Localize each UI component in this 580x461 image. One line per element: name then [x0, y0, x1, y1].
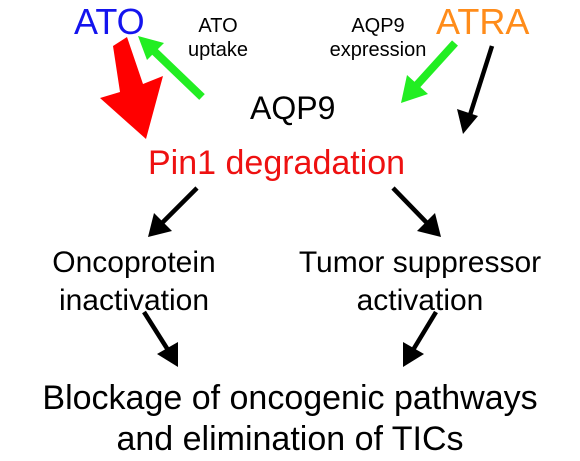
- aqp9-expression-line1: AQP9: [351, 15, 405, 37]
- atra-to-aqp9-arrow: [413, 40, 458, 89]
- oncoprotein-to-outcome-arrow: [142, 310, 170, 352]
- ato-uptake-line1: ATO: [198, 15, 238, 37]
- ato-to-pin1-arrow: [100, 37, 163, 139]
- oncoprotein-line2: inactivation: [58, 284, 210, 317]
- pin1-to-oncoprotein-arrow: [160, 186, 199, 225]
- aqp9-node: AQP9: [250, 90, 336, 126]
- pin1-degradation-node: Pin1 degradation: [148, 144, 406, 182]
- oncoprotein-to-outcome-arrowhead: [157, 342, 178, 367]
- tumor-suppressor-activation-node: Tumor suppressor activation: [280, 244, 560, 320]
- oncoprotein-line1: Oncoprotein: [52, 246, 216, 279]
- pin1-to-oncoprotein-arrowhead: [148, 213, 172, 237]
- ato-node: ATO: [74, 1, 145, 42]
- outcome-line1: Blockage of oncogenic pathways: [42, 379, 538, 417]
- pin1-to-tumor-arrowhead: [417, 213, 441, 237]
- tumor-line1: Tumor suppressor: [298, 246, 542, 279]
- aqp9-to-ato-uptake-arrow: [150, 47, 205, 100]
- outcome-node: Blockage of oncogenic pathways and elimi…: [0, 378, 580, 460]
- tumor-to-outcome-arrowhead: [403, 342, 424, 367]
- atra-to-aqp9-arrowhead: [401, 75, 428, 103]
- tumor-line2: activation: [356, 284, 484, 317]
- atra-to-pin1-arrowhead: [457, 109, 478, 134]
- ato-uptake-line2: uptake: [187, 39, 249, 61]
- atra-node: ATRA: [436, 1, 530, 42]
- oncoprotein-inactivation-node: Oncoprotein inactivation: [18, 244, 250, 320]
- aqp9-to-ato-uptake-arrowhead: [138, 36, 164, 60]
- outcome-line2: and elimination of TICs: [116, 420, 464, 458]
- aqp9-expression-label: AQP9 expression: [318, 14, 438, 62]
- atra-to-pin1-arrow: [467, 45, 495, 116]
- tumor-to-outcome-arrow: [411, 310, 438, 352]
- pin1-to-tumor-arrow: [391, 186, 429, 225]
- aqp9-expression-line2: expression: [329, 39, 427, 61]
- ato-uptake-label: ATO uptake: [178, 14, 258, 62]
